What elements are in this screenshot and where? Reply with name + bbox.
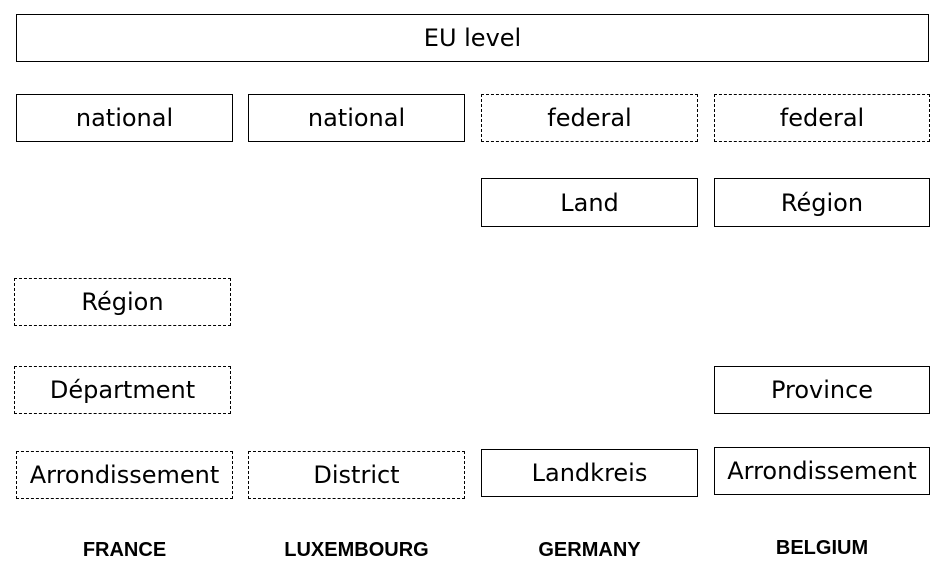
- germany-country-label: GERMANY: [538, 539, 641, 561]
- belgium-federal-box: federal: [714, 94, 930, 142]
- germany-federal-box: federal: [481, 94, 698, 142]
- luxembourg-national-box: national: [248, 94, 465, 142]
- belgium-arrondissement-label: Arrondissement: [727, 457, 917, 485]
- france-national-label: national: [75, 104, 174, 132]
- luxembourg-country-label: LUXEMBOURG: [284, 539, 429, 561]
- germany-land-box: Land: [481, 178, 698, 227]
- germany-federal-label: federal: [547, 104, 632, 132]
- germany-landkreis-label: Landkreis: [531, 459, 648, 487]
- france-region-box: Région: [14, 278, 231, 326]
- france-arrondissement-box: Arrondissement: [16, 451, 233, 499]
- france-country-label: FRANCE: [82, 539, 167, 561]
- belgium-arrondissement-box: Arrondissement: [714, 447, 930, 495]
- belgium-region-box: Région: [714, 178, 930, 227]
- france-region-label: Région: [81, 288, 164, 316]
- germany-landkreis-box: Landkreis: [481, 449, 698, 497]
- belgium-country-label: BELGIUM: [775, 537, 869, 559]
- france-national-box: national: [16, 94, 233, 142]
- france-department-label: Départment: [49, 376, 196, 404]
- eu-level-box: EU level: [16, 14, 929, 62]
- france-department-box: Départment: [14, 366, 231, 414]
- belgium-region-label: Région: [780, 188, 864, 217]
- luxembourg-district-label: District: [313, 461, 400, 489]
- eu-level-label: EU level: [423, 24, 522, 52]
- luxembourg-district-box: District: [248, 451, 465, 499]
- belgium-province-label: Province: [770, 376, 874, 404]
- germany-land-label: Land: [560, 188, 619, 217]
- belgium-province-box: Province: [714, 366, 930, 414]
- france-arrondissement-label: Arrondissement: [29, 461, 220, 489]
- belgium-federal-label: federal: [779, 104, 865, 132]
- luxembourg-national-label: national: [307, 104, 406, 132]
